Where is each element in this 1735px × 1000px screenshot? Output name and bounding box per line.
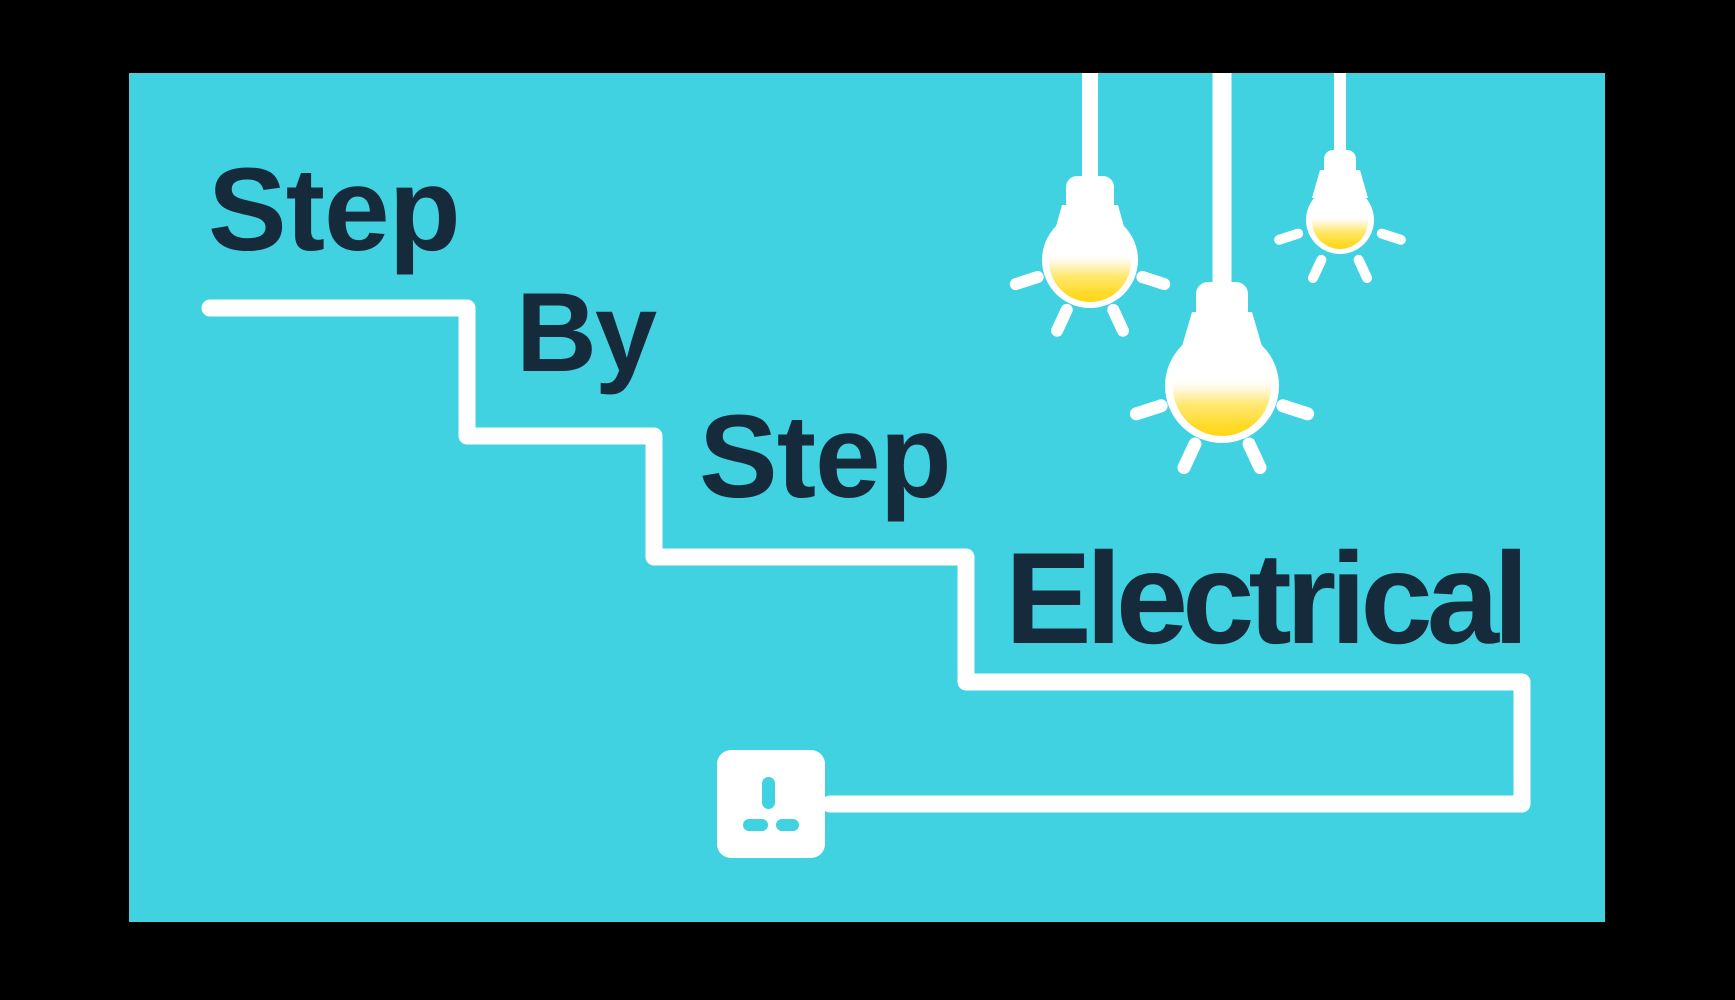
- light-ray: [1242, 437, 1267, 475]
- word-electrical: Electrical: [1005, 525, 1529, 671]
- word-step-1: Step: [208, 144, 461, 276]
- light-ray: [1051, 303, 1073, 337]
- socket-slot-right: [776, 819, 799, 831]
- light-bulb-icon-center: [1129, 73, 1315, 475]
- light-ray: [1129, 399, 1168, 421]
- light-ray: [1136, 270, 1171, 291]
- light-ray: [1376, 228, 1406, 245]
- light-ray: [1009, 270, 1044, 291]
- light-ray: [1274, 228, 1304, 245]
- bulb-glow: [1173, 338, 1271, 436]
- socket-slot-left: [743, 819, 768, 831]
- light-bulb-icon-left: [1009, 73, 1171, 337]
- light-ray: [1107, 303, 1129, 337]
- bulb-neck: [1066, 176, 1114, 214]
- bulb-rays: [1009, 270, 1171, 337]
- light-ray: [1276, 399, 1315, 421]
- bulb-glow: [1312, 193, 1368, 249]
- bulb-glow: [1049, 220, 1131, 302]
- light-ray: [1307, 254, 1327, 284]
- word-by: By: [516, 270, 657, 395]
- light-ray: [1353, 254, 1373, 284]
- socket-slot-top: [762, 777, 775, 809]
- bulb-rays: [1129, 399, 1315, 475]
- word-step-2: Step: [699, 391, 952, 523]
- light-ray: [1177, 437, 1202, 475]
- bulb-rays: [1274, 228, 1406, 284]
- light-bulb-icon-right: [1274, 73, 1406, 284]
- staircase-line: [201, 299, 1531, 813]
- power-socket-icon: [717, 750, 825, 858]
